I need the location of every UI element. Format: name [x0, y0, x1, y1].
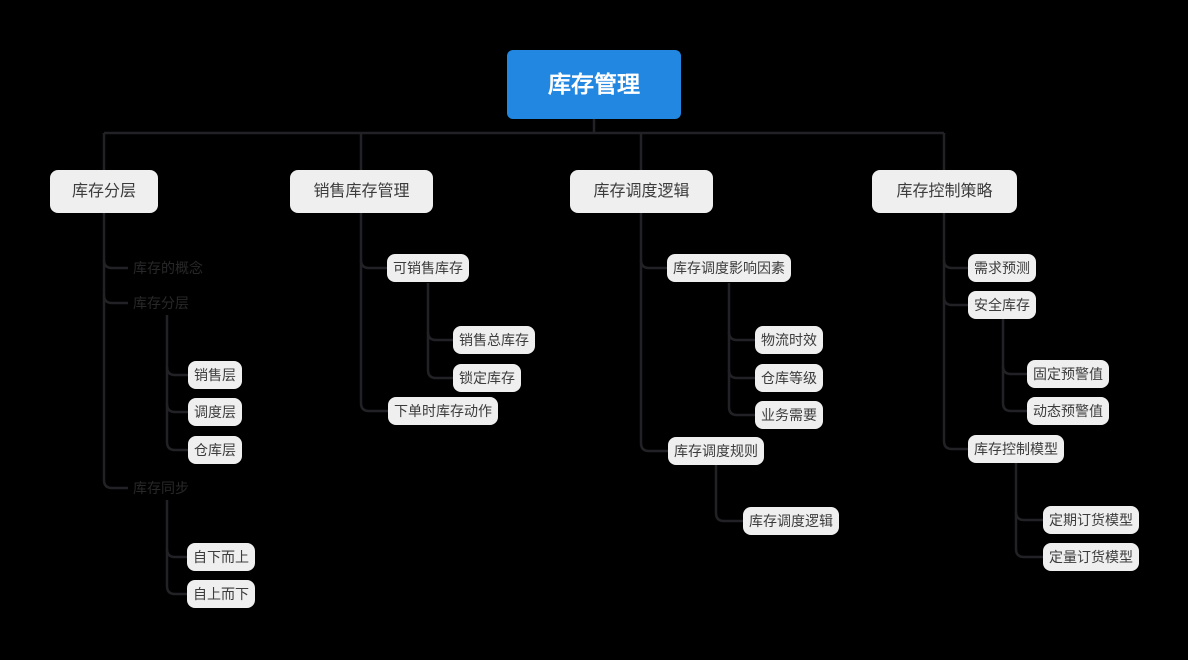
node-locked-inventory[interactable]: 锁定库存 [453, 364, 521, 392]
node-bottom-up[interactable]: 自下而上 [187, 543, 255, 571]
node-inventory-control-model[interactable]: 库存控制模型 [968, 435, 1064, 463]
root-node[interactable]: 库存管理 [507, 50, 681, 119]
node-scheduling-rules[interactable]: 库存调度规则 [668, 437, 764, 465]
node-order-inventory-action[interactable]: 下单时库存动作 [388, 397, 498, 425]
node-dynamic-warning-threshold[interactable]: 动态预警值 [1027, 397, 1109, 425]
node-scheduling-influence-factors[interactable]: 库存调度影响因素 [667, 254, 791, 282]
node-sellable-inventory[interactable]: 可销售库存 [387, 254, 469, 282]
node-fixed-warning-threshold[interactable]: 固定预警值 [1027, 360, 1109, 388]
node-business-needs[interactable]: 业务需要 [755, 401, 823, 429]
node-sales-layer[interactable]: 销售层 [188, 361, 242, 389]
node-safety-stock[interactable]: 安全库存 [968, 291, 1036, 319]
branch-inventory-layering[interactable]: 库存分层 [50, 170, 158, 213]
node-quantitative-order-model[interactable]: 定量订货模型 [1043, 543, 1139, 571]
node-demand-forecast[interactable]: 需求预测 [968, 254, 1036, 282]
node-inventory-sync[interactable]: 库存同步 [133, 480, 189, 496]
node-top-down[interactable]: 自上而下 [187, 580, 255, 608]
branch-inventory-scheduling-logic[interactable]: 库存调度逻辑 [570, 170, 713, 213]
branch-sales-inventory-management[interactable]: 销售库存管理 [290, 170, 433, 213]
node-warehouse-level[interactable]: 仓库等级 [755, 364, 823, 392]
node-inventory-layering-sub[interactable]: 库存分层 [133, 295, 189, 311]
branch-inventory-control-strategy[interactable]: 库存控制策略 [872, 170, 1017, 213]
node-logistics-timeliness[interactable]: 物流时效 [755, 326, 823, 354]
node-warehouse-layer[interactable]: 仓库层 [188, 436, 242, 464]
node-scheduling-layer[interactable]: 调度层 [188, 398, 242, 426]
node-periodic-order-model[interactable]: 定期订货模型 [1043, 506, 1139, 534]
node-scheduling-logic-leaf[interactable]: 库存调度逻辑 [743, 507, 839, 535]
node-total-sales-inventory[interactable]: 销售总库存 [453, 326, 535, 354]
node-inventory-concept[interactable]: 库存的概念 [133, 260, 203, 276]
